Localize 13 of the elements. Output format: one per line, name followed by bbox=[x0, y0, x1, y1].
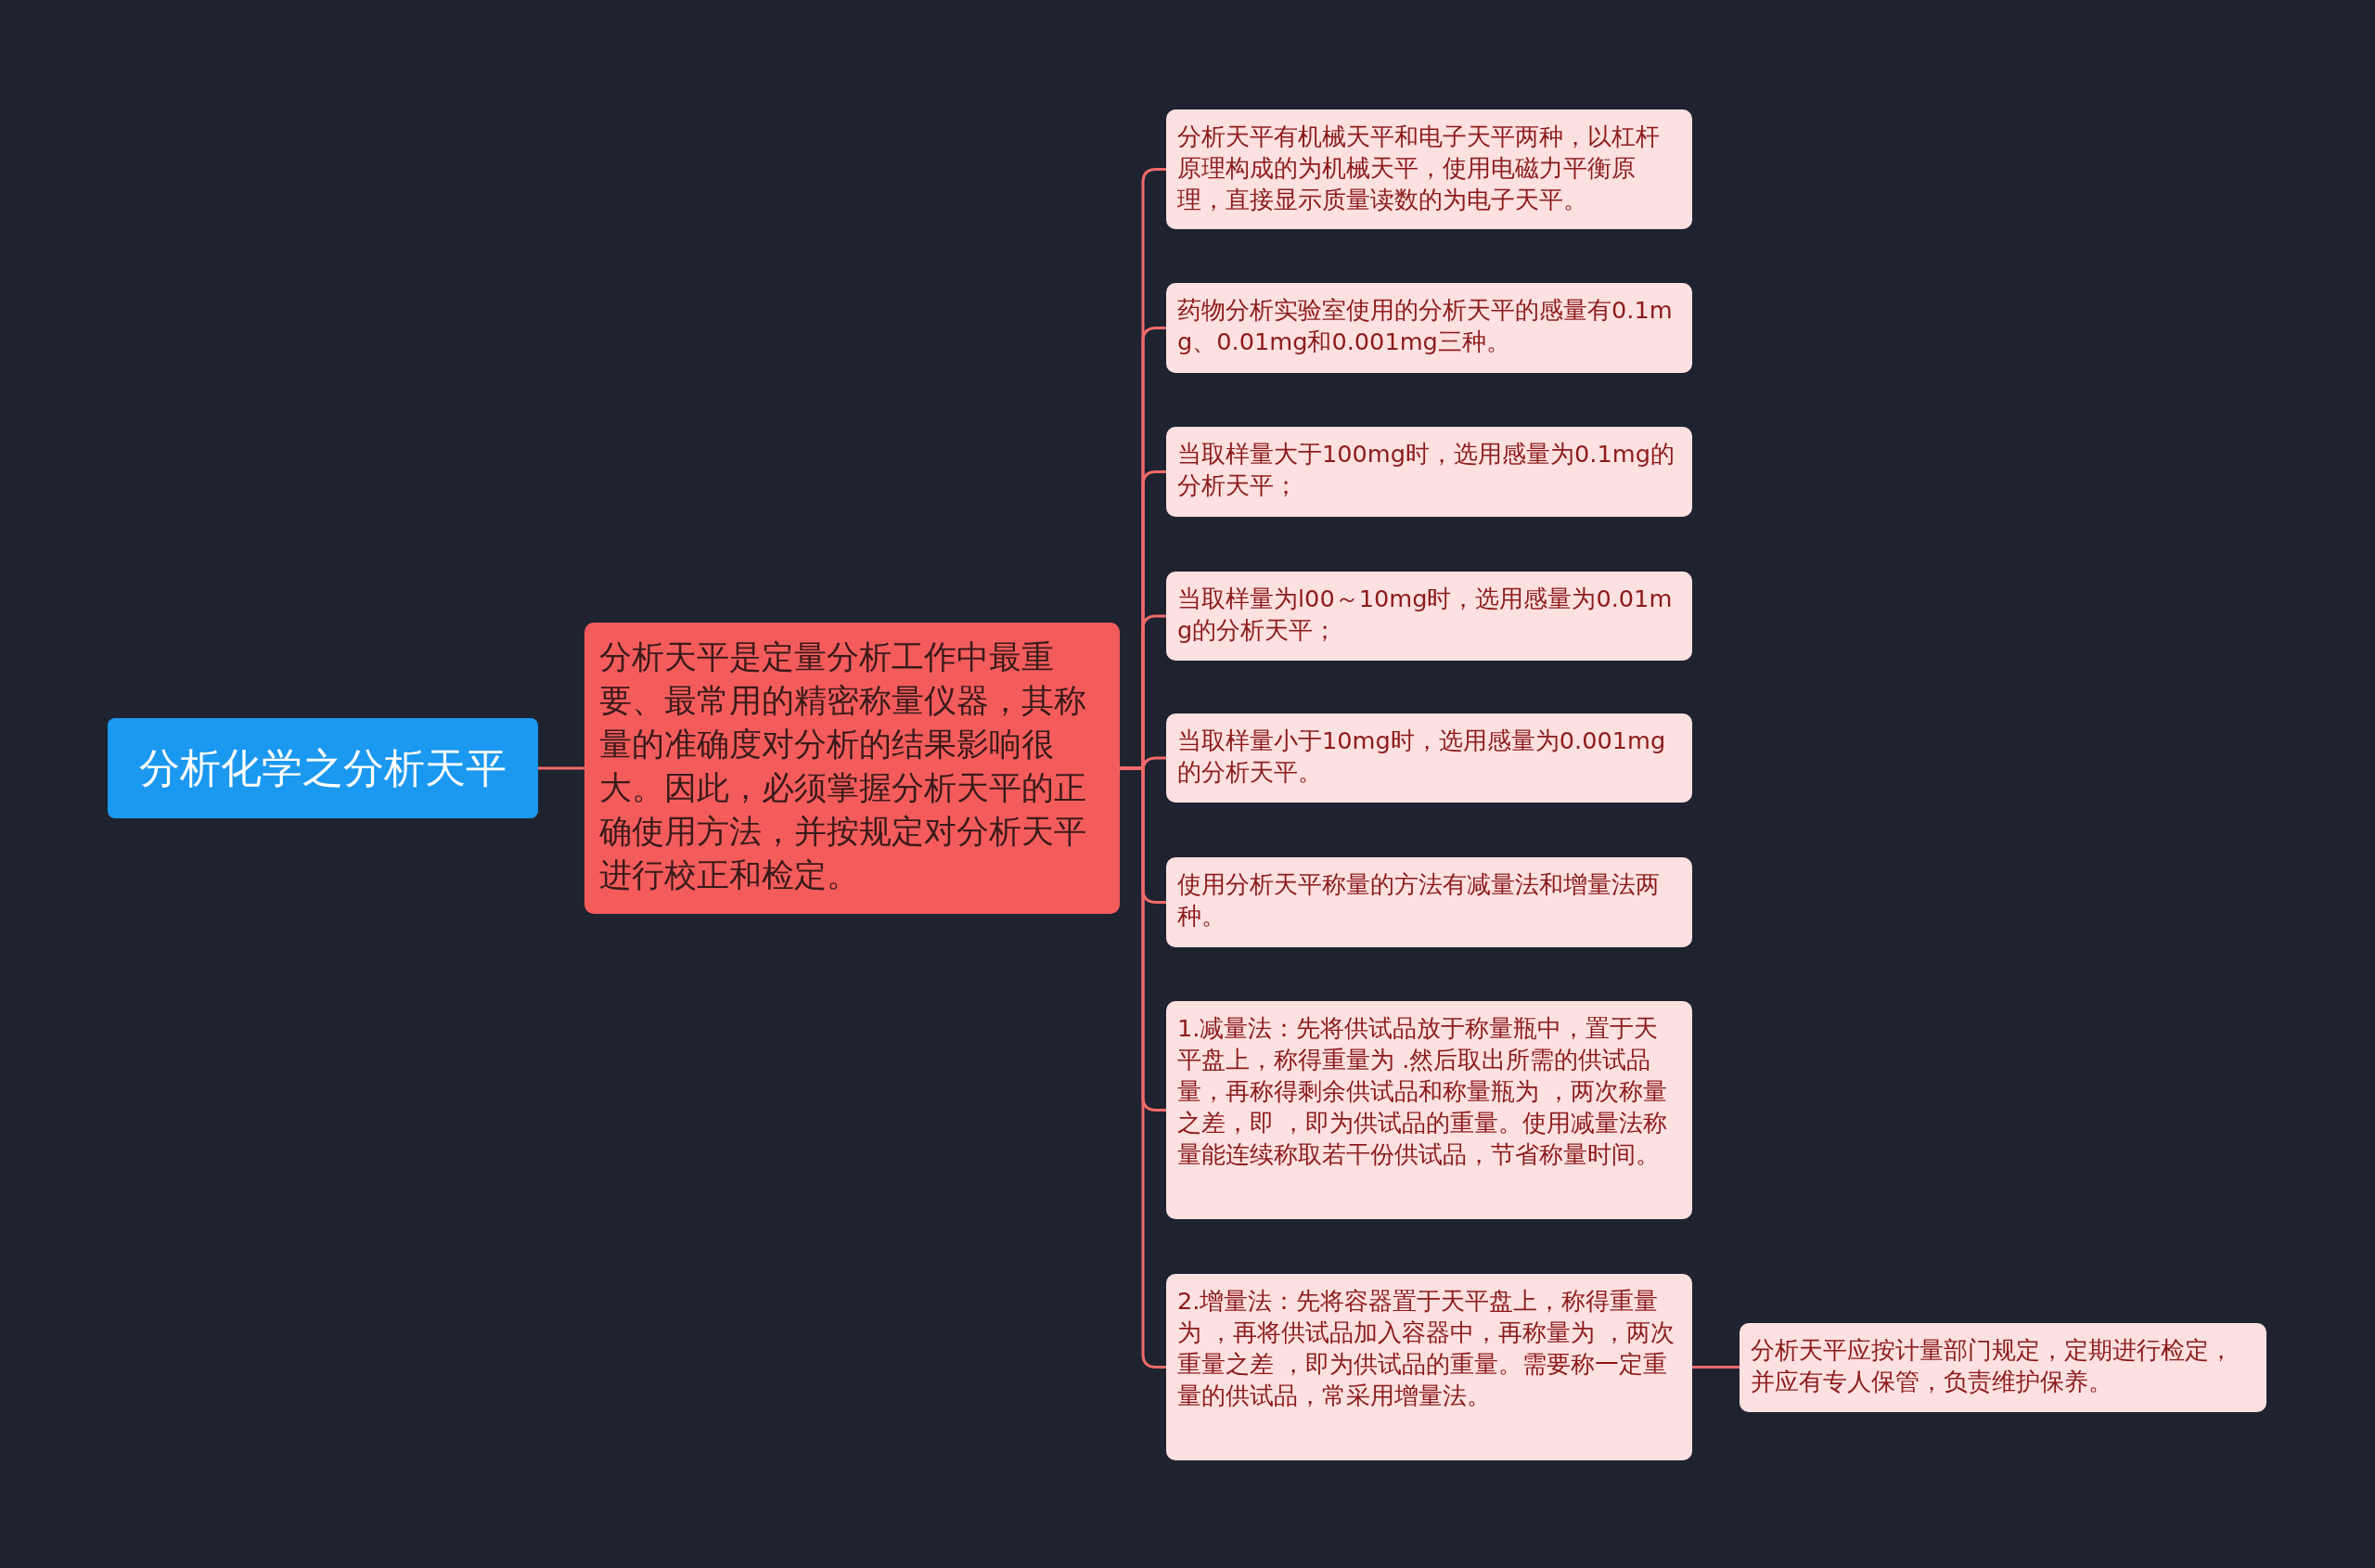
topic-box: 分析化学之分析天平 bbox=[108, 718, 538, 818]
note-box: 分析天平应按计量部门规定，定期进行检定，并应有专人保管，负责维护保养。 bbox=[1740, 1323, 2266, 1412]
note-box: 分析天平有机械天平和电子天平两种，以杠杆原理构成的为机械天平，使用电磁力平衡原理，直接显示质量读数的为电子天平。 bbox=[1166, 109, 1692, 229]
note-box: 使用分析天平称量的方法有减量法和增量法两种。 bbox=[1166, 857, 1692, 947]
note-box: 当取样量小于10mg时，选用感量为0.001mg的分析天平。 bbox=[1166, 713, 1692, 803]
connector-line bbox=[538, 766, 584, 770]
note-box: 2.增量法：先将容器置于天平盘上，称得重量为 ，再将供试品加入容器中，再称量为 ，两次重量之差 ，即为供试品的重量。需要称一定重量的供试品，常采用增量法。 bbox=[1166, 1274, 1692, 1460]
note-box: 当取样量为l00～10mg时，选用感量为0.01mg的分析天平； bbox=[1166, 572, 1692, 661]
note-box: 药物分析实验室使用的分析天平的感量有0.1mg、0.01mg和0.001mg三种。 bbox=[1166, 283, 1692, 373]
topic-box: 分析天平是定量分析工作中最重要、最常用的精密称量仪器，其称量的准确度对分析的结果影响很大。因此，必须掌握分析天平的正确使用方法，并按规定对分析天平进行校正和检定。 bbox=[584, 623, 1120, 914]
note-box: 当取样量大于100mg时，选用感量为0.1mg的分析天平； bbox=[1166, 427, 1692, 517]
connector-line bbox=[1692, 1366, 1740, 1369]
note-box: 1.减量法：先将供试品放于称量瓶中，置于天平盘上，称得重量为 .然后取出所需的供试品量，再称得剩余供试品和称量瓶为 ，两次称量之差，即 ，即为供试品的重量。使用减量法称量能连续称取若干份供试品，节省称量时间。 bbox=[1166, 1001, 1692, 1219]
